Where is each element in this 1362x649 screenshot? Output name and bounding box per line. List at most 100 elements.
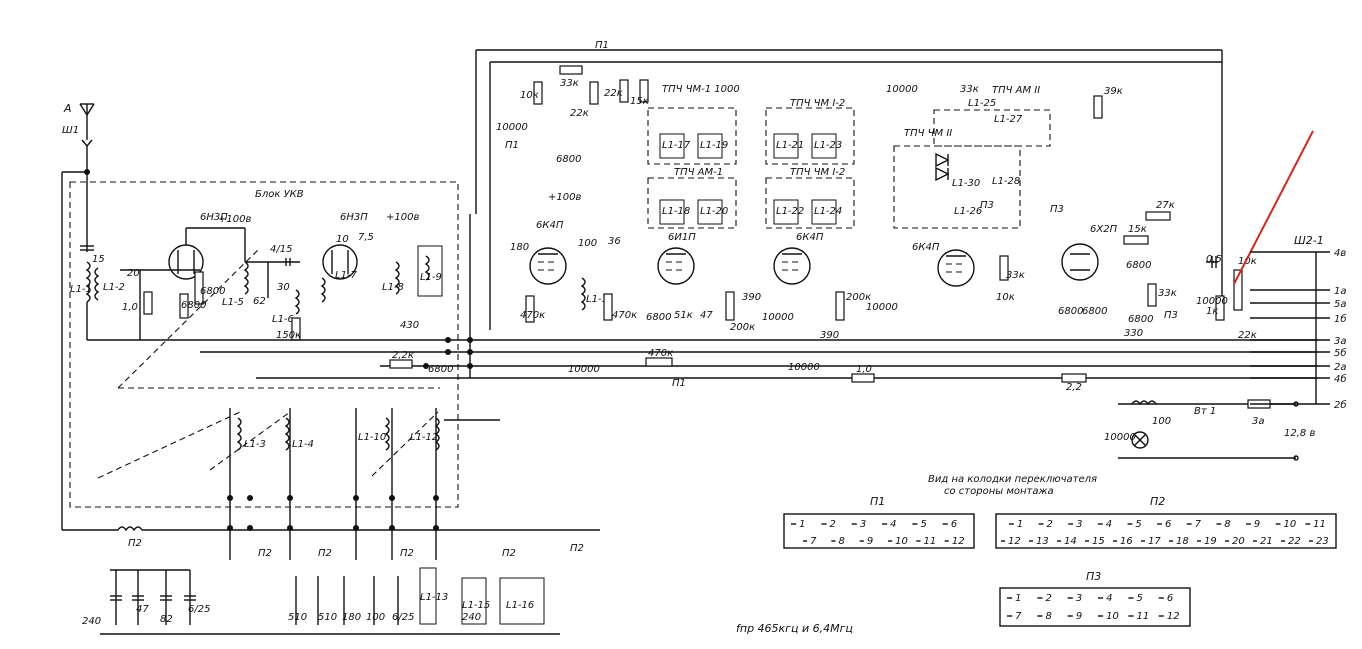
svg-text:3а: 3а [1252,416,1265,427]
svg-text:430: 430 [400,320,419,331]
svg-text:2,2к: 2,2к [392,350,414,361]
switch-contact-number: 12 [1008,536,1021,547]
svg-text:1б: 1б [1334,313,1347,325]
svg-text:П1: П1 [595,40,609,51]
antenna-icon [79,103,95,148]
svg-text:15: 15 [92,254,105,265]
svg-text:20: 20 [127,268,140,279]
svg-text:5б: 5б [1334,347,1347,359]
coil-l1-3 [236,417,242,451]
switch-contact-number: 2 [1046,519,1052,530]
svg-text:+100в: +100в [548,192,581,203]
svg-text:П2: П2 [258,548,272,559]
svg-text:L1-3: L1-3 [244,439,266,450]
switch-contact-number: 11 [1313,519,1326,530]
svg-text:4/15: 4/15 [270,244,292,255]
svg-text:L1-24: L1-24 [814,206,842,217]
switch-contact-number: 9 [1254,519,1260,530]
if-frequency-note: fпр 465кгц и 6,4Мгц [736,622,853,635]
svg-text:62: 62 [253,296,266,307]
tube-6k4p-3 [937,249,975,287]
svg-text:33к: 33к [1158,288,1177,299]
svg-text:П3: П3 [1086,570,1101,583]
svg-text:L1-12: L1-12 [410,432,438,443]
svg-text:6Х2П: 6Х2П [1090,224,1118,235]
svg-text:L1-5: L1-5 [222,297,244,308]
coil-l1-7 [320,277,326,303]
switch-p1-block [783,513,975,549]
svg-text:4б: 4б [1334,373,1347,385]
svg-text:L1-10: L1-10 [358,432,386,443]
svg-text:L1-11: L1-11 [586,294,614,305]
svg-text:П2: П2 [318,548,332,559]
svg-text:L1-23: L1-23 [814,140,842,151]
svg-text:100: 100 [1152,416,1171,427]
switch-contact-number: 6 [951,519,957,530]
svg-text:L1-7: L1-7 [335,270,358,281]
svg-text:470к: 470к [520,310,545,321]
svg-text:22к: 22к [604,88,623,99]
connector-pins [1250,251,1330,405]
svg-text:2,2: 2,2 [1066,382,1082,393]
svg-text:П1: П1 [870,495,885,508]
svg-text:ТПЧ ЧМ II: ТПЧ ЧМ II [904,128,952,139]
svg-text:10000: 10000 [568,364,600,375]
switch-contact-number: 2 [830,519,836,530]
svg-text:47: 47 [700,310,713,321]
switch-contact-number: 11 [924,536,937,547]
coil-l1-5 [243,261,249,295]
svg-text:6/25: 6/25 [392,612,414,623]
svg-text:L1-27: L1-27 [994,114,1023,125]
switch-contact-number: 6 [1165,519,1171,530]
svg-text:Вт 1: Вт 1 [1194,406,1216,417]
svg-text:L1-4: L1-4 [292,439,314,450]
switch-contact-number: 10 [895,536,908,547]
if-transformer-am2 [933,109,1051,147]
antenna-jack-label: Ш1 [62,125,79,136]
svg-text:П2: П2 [502,548,516,559]
svg-text:7,5: 7,5 [358,232,374,243]
svg-text:10000: 10000 [788,362,820,373]
switch-contact-number: 23 [1316,536,1329,547]
svg-text:510: 510 [318,612,337,623]
svg-text:6Н3П: 6Н3П [340,212,368,223]
diode-icon [935,152,950,182]
svg-text:10000: 10000 [886,84,918,95]
switch-contact-number: 14 [1064,536,1077,547]
svg-text:3а: 3а [1334,336,1347,347]
tube-6k4p-2 [773,247,811,285]
svg-text:2б: 2б [1334,399,1347,411]
svg-text:L1-8: L1-8 [382,282,404,293]
svg-text:10: 10 [336,234,349,245]
svg-text:6800: 6800 [646,312,671,323]
switch-contact-number: 9 [1076,611,1082,622]
switch-contact-number: 18 [1176,536,1189,547]
svg-text:36: 36 [608,236,621,247]
svg-text:6К4П: 6К4П [536,220,564,231]
svg-text:10000: 10000 [1196,296,1228,307]
coil-l1-10 [384,417,390,451]
svg-text:22к: 22к [1238,330,1257,341]
switch-contact-number: 8 [839,536,845,547]
switch-contact-number: 1 [799,519,805,530]
svg-text:L1-6: L1-6 [272,314,294,325]
svg-text:6800: 6800 [1082,306,1107,317]
svg-text:0,5: 0,5 [1206,254,1222,265]
svg-text:200к: 200к [730,322,755,333]
svg-text:470к: 470к [648,348,673,359]
svg-text:П1: П1 [505,140,519,151]
tube-6x2p [1061,243,1099,281]
switch-contact-number: 21 [1260,536,1273,547]
coil-l1-16 [499,577,545,625]
switch-p2-block [995,513,1337,549]
svg-text:510: 510 [288,612,307,623]
switch-contact-number: 22 [1288,536,1301,547]
svg-text:10к: 10к [996,292,1015,303]
switch-contact-number: 1 [1017,519,1023,530]
connector-label: Ш2-1 [1294,234,1324,247]
